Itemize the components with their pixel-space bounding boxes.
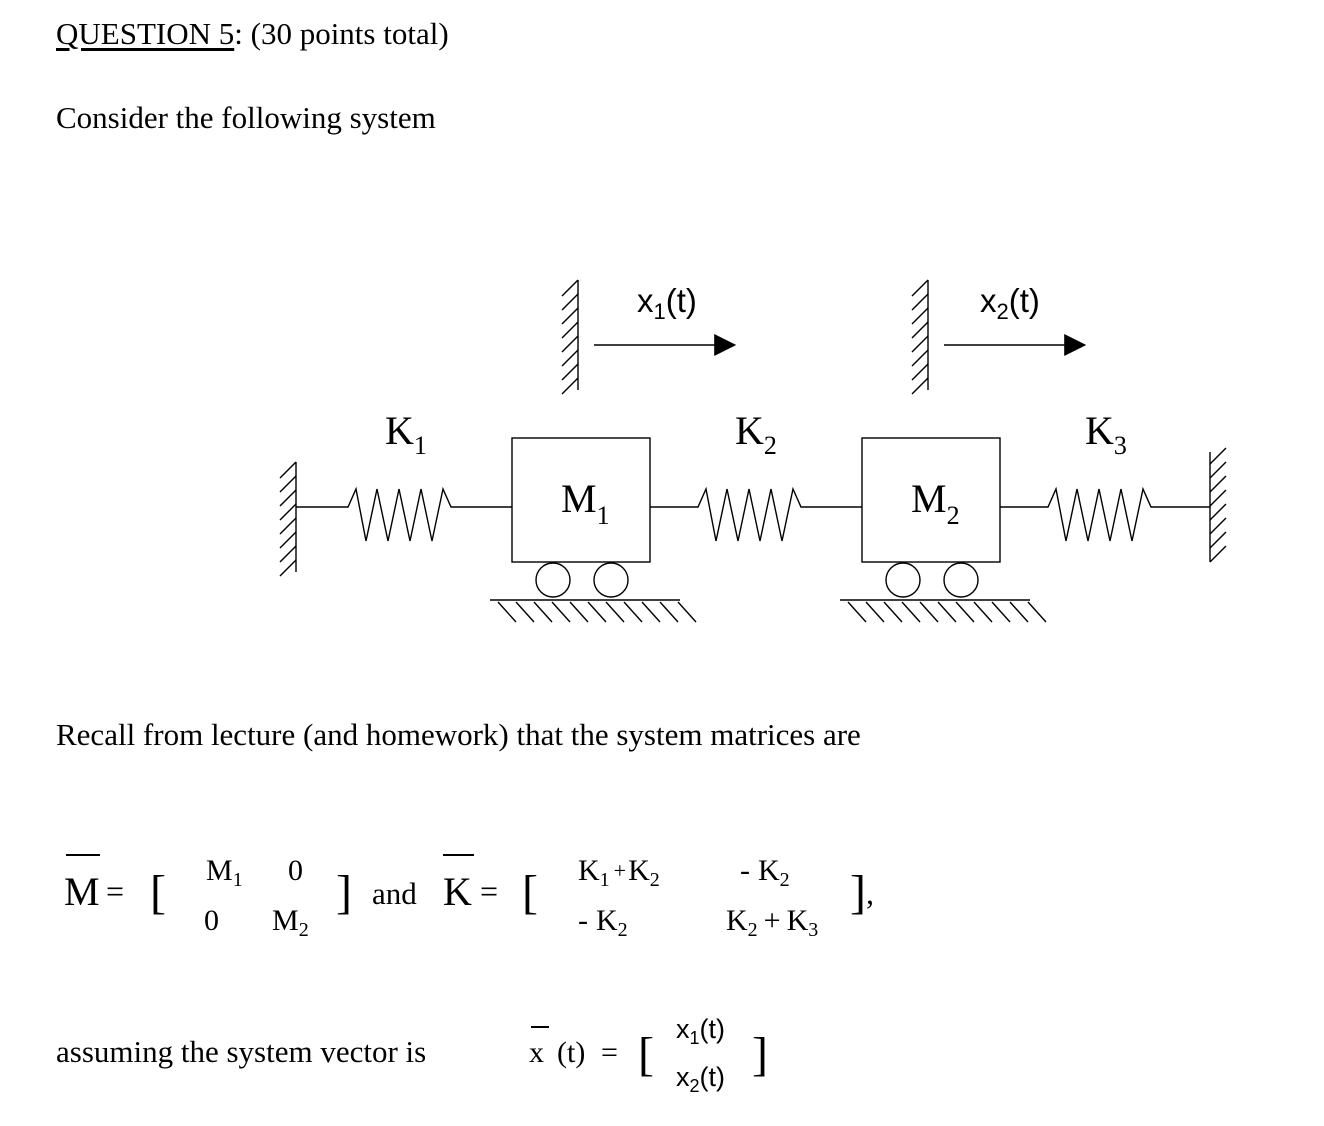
mass-right-bracket: ] (336, 866, 352, 919)
label-x2: x2(t) (980, 282, 1040, 324)
x1-reference-wall (561, 279, 579, 395)
m2-ground (840, 599, 1047, 623)
left-wall (279, 461, 297, 577)
vector-left-bracket: [ (638, 1028, 654, 1081)
assume-text: assuming the system vector is (56, 1034, 427, 1069)
mass-equals: = (106, 873, 124, 909)
m2-wheel-left (885, 562, 921, 598)
system-vector-equation: x (t) = [ x1(t) x2(t) ] (529, 1014, 768, 1096)
recall-text: Recall from lecture (and homework) that … (56, 717, 861, 752)
vector-e1: x1(t) (676, 1014, 725, 1048)
mass-symbol: M (64, 869, 100, 914)
spring-k1 (296, 486, 512, 542)
stiffness-right-bracket: ] (850, 866, 866, 919)
mass-m1-block (511, 437, 651, 563)
stiffness-k22: K2+K3 (726, 904, 818, 941)
vector-symbol: x (529, 1036, 544, 1069)
stiffness-comma: , (866, 875, 874, 911)
vector-arg: (t) (557, 1036, 585, 1069)
m1-ground (490, 599, 697, 623)
stiffness-equals: = (480, 873, 498, 909)
stiffness-matrix-equation: K = [ K1+K2 -K2 -K2 K2+K3 ] , (443, 854, 874, 941)
stiffness-symbol: K (443, 869, 472, 914)
label-k2: K2 (735, 408, 777, 460)
question-heading: QUESTION 5: (30 points total) (56, 18, 449, 49)
m2-wheel-right (943, 562, 979, 598)
label-m1: M1 (561, 476, 610, 530)
stiffness-k21: -K2 (578, 904, 628, 941)
question-colon: : (234, 16, 243, 51)
mass-m11: M1 (206, 854, 243, 891)
and-word: and (372, 876, 417, 911)
mass-m2-block (861, 437, 1001, 563)
x2-reference-wall (911, 279, 929, 395)
mass-left-bracket: [ (150, 866, 166, 919)
vector-equals: = (601, 1036, 618, 1069)
question-points: (30 points total) (250, 16, 449, 51)
vector-right-bracket: ] (752, 1028, 768, 1081)
intro-text: Consider the following system (56, 100, 436, 135)
vector-e2: x2(t) (676, 1062, 725, 1096)
right-wall (1209, 447, 1227, 563)
spring-k2 (650, 486, 862, 542)
stiffness-left-bracket: [ (522, 866, 538, 919)
label-x1: x1(t) (637, 282, 697, 324)
mass-m12: 0 (288, 854, 303, 887)
stiffness-k11: K1+K2 (578, 854, 660, 891)
m1-wheel-left (535, 562, 571, 598)
label-m2: M2 (911, 476, 960, 530)
label-k1: K1 (385, 408, 427, 460)
mass-m22: M2 (272, 904, 309, 941)
m1-wheel-right (593, 562, 629, 598)
mass-matrix-equation: M = [ M1 0 0 M2 ] (64, 854, 352, 941)
spring-k3 (1000, 486, 1210, 542)
mass-m21: 0 (204, 904, 219, 937)
label-k3: K3 (1085, 408, 1127, 460)
question-label: QUESTION 5 (56, 16, 235, 51)
stiffness-k12: -K2 (740, 854, 790, 891)
